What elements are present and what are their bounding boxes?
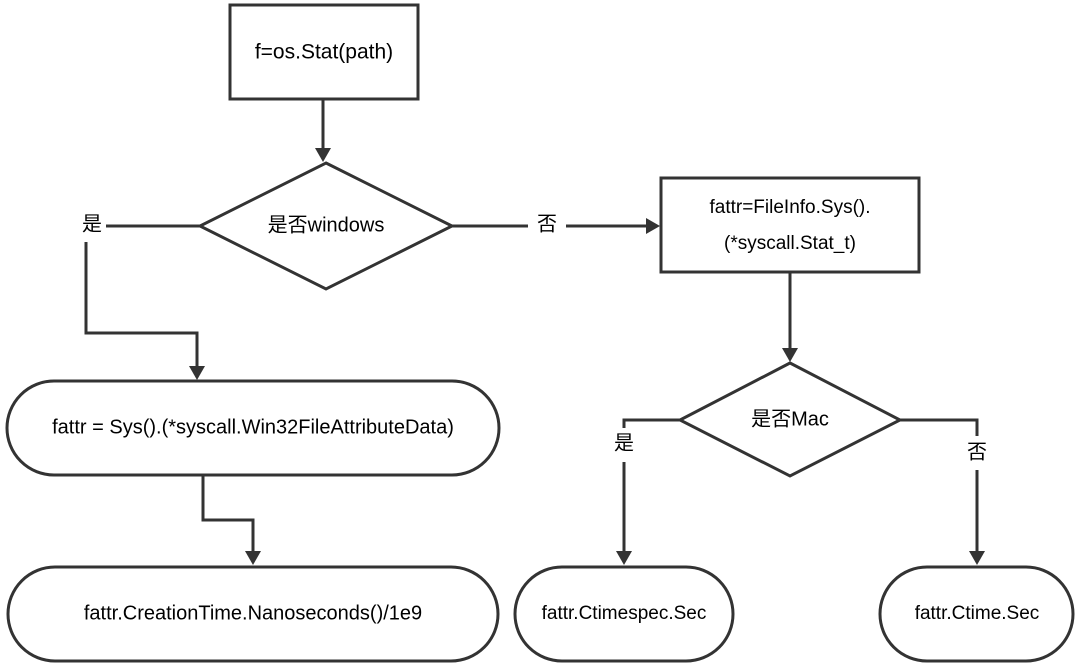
- arrowhead: [969, 551, 985, 565]
- arrowhead: [245, 551, 261, 565]
- node-ctimespec: fattr.Ctimespec.Sec: [513, 565, 735, 663]
- edge-mac-yes-top: [622, 418, 680, 428]
- edge-windows-yes-to-win-sys-lower: [84, 242, 199, 368]
- arrowhead: [189, 366, 205, 380]
- node-windows-check-label: 是否windows: [268, 214, 385, 236]
- node-ctimespec-label: fattr.Ctimespec.Sec: [542, 603, 707, 624]
- edge-mac-no-top: [900, 418, 979, 436]
- edge-label-mac-yes: 是: [614, 431, 634, 455]
- node-stat-label: f=os.Stat(path): [255, 41, 393, 64]
- node-ctime-label: fattr.Ctime.Sec: [915, 603, 1040, 624]
- edge-label-mac-no: 否: [967, 440, 987, 464]
- node-windows-check: 是否windows: [196, 161, 456, 291]
- node-win-sys: fattr = Sys().(*syscall.Win32FileAttribu…: [5, 379, 501, 477]
- arrowhead: [315, 148, 331, 162]
- arrowhead: [616, 551, 632, 565]
- node-mac-check-label: 是否Mac: [751, 408, 829, 430]
- node-creation-time: fattr.CreationTime.Nanoseconds()/1e9: [6, 565, 500, 663]
- arrowhead: [646, 218, 660, 234]
- arrowhead: [782, 348, 798, 362]
- node-unix-sys-label-line2: (*syscall.Stat_t): [724, 233, 856, 254]
- node-unix-sys: fattr=FileInfo.Sys(). (*syscall.Stat_t): [659, 176, 921, 274]
- node-win-sys-label: fattr = Sys().(*syscall.Win32FileAttribu…: [52, 416, 454, 438]
- node-creation-time-label: fattr.CreationTime.Nanoseconds()/1e9: [84, 602, 422, 624]
- node-mac-check: 是否Mac: [676, 361, 904, 478]
- node-stat: f=os.Stat(path): [228, 3, 420, 101]
- node-ctime: fattr.Ctime.Sec: [878, 565, 1075, 663]
- node-unix-sys-label-line1: fattr=FileInfo.Sys().: [709, 197, 870, 218]
- edge-label-windows-yes: 是: [82, 212, 102, 236]
- edge-win-sys-to-creation-time: [201, 475, 255, 553]
- edge-label-windows-no: 否: [537, 212, 557, 236]
